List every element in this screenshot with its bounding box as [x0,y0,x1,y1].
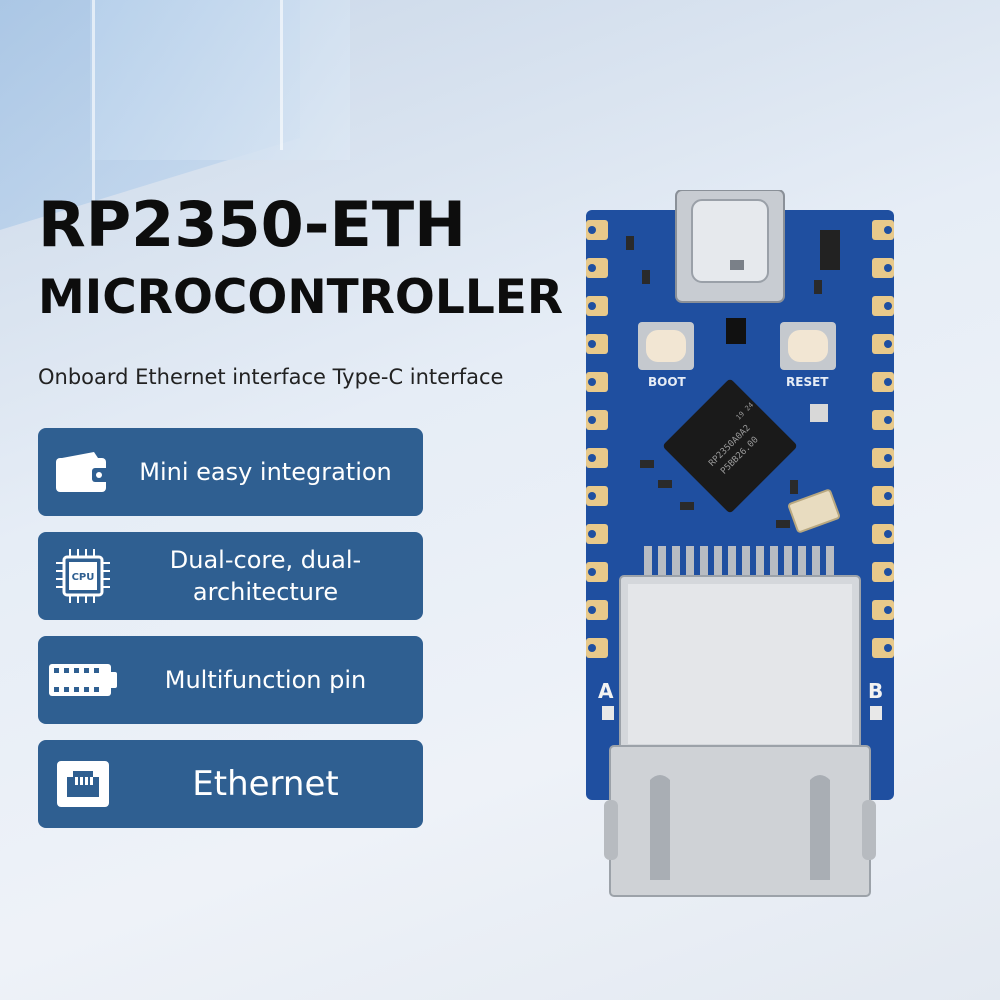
ethernet-jack [604,575,876,897]
feature-card-ethernet: Ethernet [38,740,423,828]
feature-summary: Onboard Ethernet interface Type-C interf… [38,365,504,389]
wallet-icon [38,450,128,494]
boot-button [638,322,694,370]
reset-label: RESET [786,375,829,389]
reset-button [780,322,836,370]
cpu-icon: CPU [38,547,128,605]
feature-label: Ethernet [192,764,339,804]
label-a: A [598,679,614,703]
background-glass-panel [90,0,350,160]
feature-label: Dual-core, dual-architecture [169,546,362,606]
usb-c-port [675,189,785,303]
cpu-icon-text: CPU [72,572,95,583]
feature-card-mini: Mini easy integration [38,428,423,516]
boot-label: BOOT [648,375,687,389]
pin-header-icon [38,660,128,700]
rp2350-chip: RP2350A0A2 P5BB26.00 19 24 [663,379,797,513]
product-subtitle-heading: MICROCONTROLLER [38,270,564,325]
feature-label: Mini easy integration [139,458,392,486]
feature-label: Multifunction pin [164,666,367,694]
rp2350-eth-board-image: BOOT RESET RP2350A0A2 P5BB26.00 19 24 [580,189,900,990]
background-line [92,0,95,220]
feature-card-multifunction-pin: Multifunction pin [38,636,423,724]
feature-card-dual-core: CPU Dual-core, dual-architecture [38,532,423,620]
castellated-pads [586,220,894,658]
label-b: B [868,679,883,703]
ethernet-port-icon [38,759,128,809]
background-line [280,0,283,150]
product-title: RP2350-ETH [38,188,467,261]
